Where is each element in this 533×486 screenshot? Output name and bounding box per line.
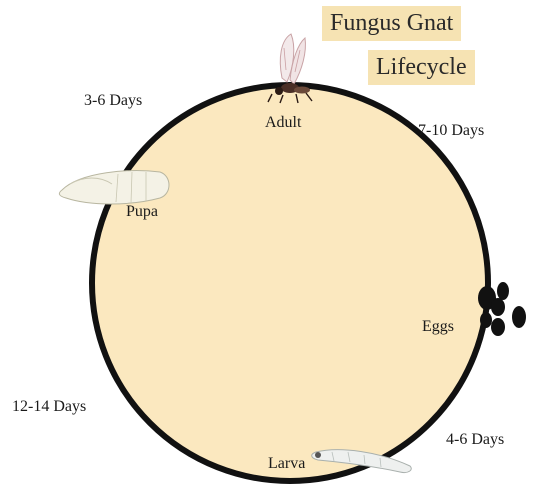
pupa-icon (59, 171, 169, 204)
diagram-title-line1: Fungus Gnat (322, 6, 461, 41)
duration-adult-to-eggs: 7-10 Days (418, 122, 484, 140)
stage-label-larva: Larva (268, 455, 305, 473)
stage-label-pupa: Pupa (126, 203, 158, 221)
lifecycle-circle (92, 85, 488, 481)
egg-cluster-icon (478, 282, 526, 336)
stage-label-adult: Adult (265, 114, 301, 132)
diagram-title-line2: Lifecycle (368, 50, 475, 85)
duration-pupa-to-adult: 3-6 Days (84, 92, 142, 110)
duration-eggs-to-larva: 4-6 Days (446, 431, 504, 449)
stage-label-eggs: Eggs (422, 318, 454, 336)
duration-larva-to-pupa: 12-14 Days (12, 398, 86, 416)
